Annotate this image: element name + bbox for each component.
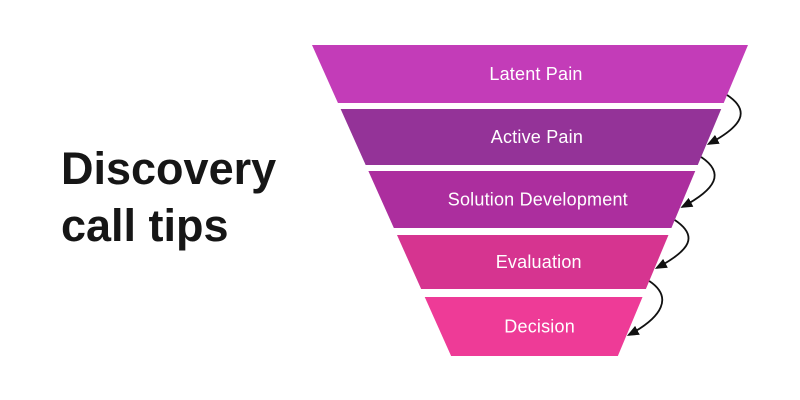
flow-arrow	[706, 94, 742, 145]
flow-arrow	[626, 280, 664, 336]
funnel-stage-label: Latent Pain	[489, 64, 582, 84]
title-line-2: call tips	[61, 200, 229, 251]
funnel-stage-4	[424, 297, 643, 356]
funnel-stage-1	[340, 109, 722, 165]
title-line-1: Discovery	[61, 143, 277, 194]
funnel-stage-label: Active Pain	[491, 127, 583, 147]
funnel-stage-3	[396, 235, 669, 289]
funnel-stage-0	[312, 45, 748, 103]
flow-arrow	[654, 219, 690, 269]
page-title: Discovery call tips	[61, 140, 276, 254]
funnel-stage-label: Evaluation	[496, 252, 582, 272]
funnel-stage-label: Solution Development	[448, 190, 628, 210]
funnel-stage-2	[368, 171, 696, 228]
funnel-stage-label: Decision	[504, 317, 575, 337]
flow-arrow	[680, 156, 716, 208]
